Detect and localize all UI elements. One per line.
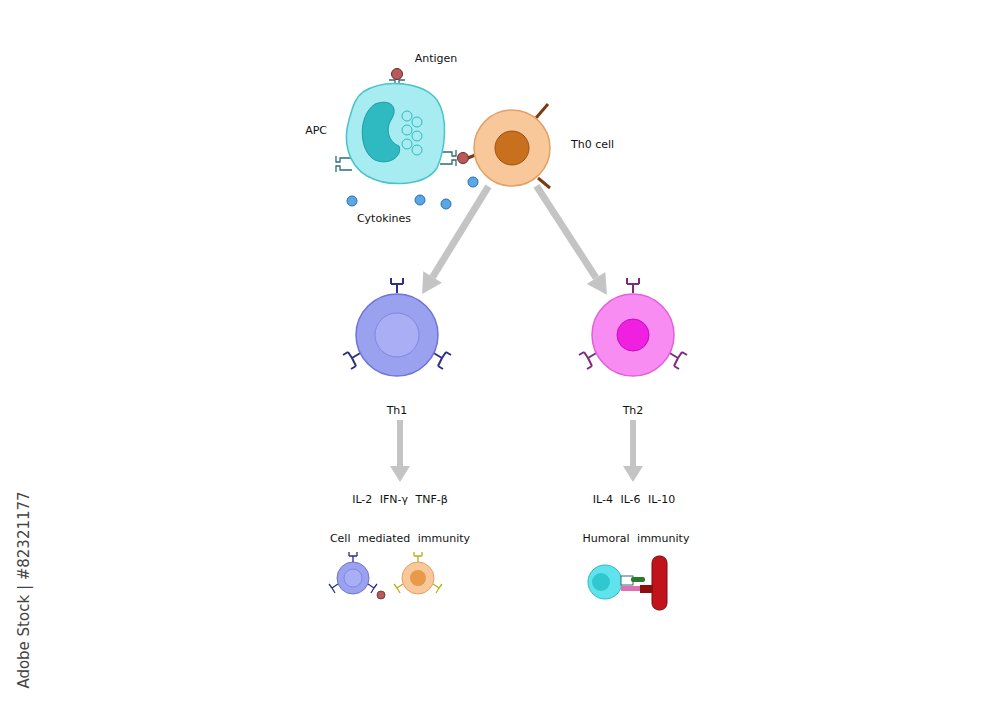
text-label: Humoral immunity	[583, 532, 690, 545]
th0-cell: Th0 cell	[473, 109, 551, 187]
cell-label: APC	[305, 124, 327, 137]
text-label: IL-4 IL-6 IL-10	[593, 493, 675, 506]
text-label: Cell mediated immunity	[330, 532, 470, 545]
apc-cell: APC	[345, 80, 445, 185]
th1-cell: Th1	[355, 293, 439, 377]
antigen-dot	[392, 69, 403, 80]
receptor	[336, 156, 352, 172]
th2-cell: Th2	[591, 293, 675, 377]
text-label: Antigen	[415, 52, 458, 65]
cell-outline	[345, 80, 445, 185]
tcr-receptor	[468, 104, 550, 188]
cell-mediated-icon	[329, 552, 442, 599]
cell-label: Th1	[387, 404, 408, 417]
cell-label: Th2	[623, 404, 644, 417]
humoral-icon	[588, 556, 667, 610]
differentiation-arrow	[536, 186, 606, 295]
down-arrow	[390, 420, 643, 482]
antigen-dot	[458, 153, 469, 164]
cell-label: Th0 cell	[571, 138, 614, 151]
cell-outline	[591, 293, 675, 377]
text-label: IL-2 IFN-γ TNF-β	[352, 493, 448, 506]
cell-outline	[355, 293, 439, 377]
cell-outline	[473, 109, 551, 187]
differentiation-arrow	[422, 186, 488, 294]
text-label: Cytokines	[357, 212, 411, 225]
watermark: Adobe Stock | #82321177	[15, 491, 33, 688]
